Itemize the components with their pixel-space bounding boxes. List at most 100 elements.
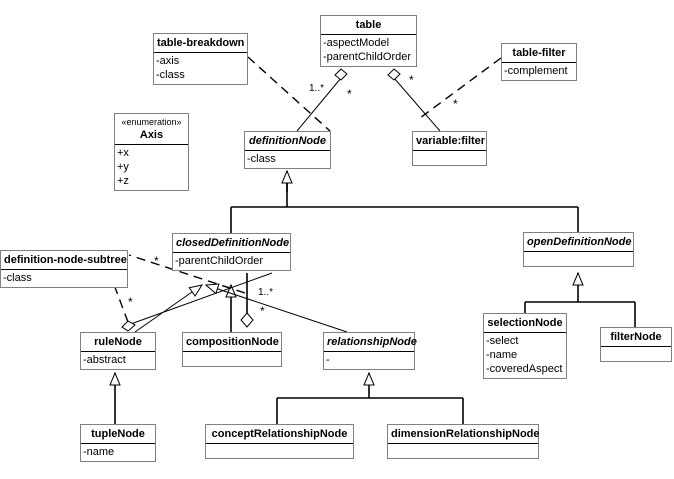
class-box-table-breakdown[interactable]: table-breakdown -axis -class <box>153 33 248 85</box>
class-attr: -axis <box>156 55 180 67</box>
class-box-axis-enumeration[interactable]: «enumeration» Axis +x +y +z <box>114 113 189 191</box>
class-box-selectionnode[interactable]: selectionNode -select -name -coveredAspe… <box>483 313 567 379</box>
class-title-conceptrelationshipnode: conceptRelationshipNode <box>206 425 353 444</box>
class-attributes-table-filter: -complement <box>502 63 576 80</box>
edge-relationshipnode-generalization <box>206 285 348 333</box>
edge-table-variablefilter <box>387 68 441 132</box>
multiplicity-table-definitionnode: 1..* <box>309 83 325 94</box>
edge-tablefilter-variablefilter <box>419 57 502 119</box>
class-name-filternode: filterNode <box>610 331 662 343</box>
edge-table-definitionnode <box>296 68 348 132</box>
class-attributes-axis: +x +y +z <box>115 145 188 190</box>
class-box-table[interactable]: table -aspectModel -parentChildOrder <box>320 15 417 67</box>
edge-closeddefinitionnode-rulenode-aggregation <box>121 272 273 332</box>
class-attributes-table: -aspectModel -parentChildOrder <box>321 35 416 66</box>
class-attr: -parentChildOrder <box>175 255 264 267</box>
class-stereotype-enumeration: «enumeration» <box>121 117 182 127</box>
class-attr: -select <box>486 335 519 347</box>
class-attr: +x <box>117 147 129 159</box>
class-box-tuplenode[interactable]: tupleNode -name <box>80 424 156 462</box>
class-title-compositionnode: compositionNode <box>183 333 281 352</box>
class-attr: -name <box>486 349 518 361</box>
class-title-filternode: filterNode <box>601 328 671 347</box>
multiplicity-closed-composition-aggregation: * <box>260 304 265 318</box>
class-title-rulenode: ruleNode <box>81 333 155 352</box>
class-attributes-dimensionrelationshipnode <box>388 444 538 458</box>
class-box-opendefinitionnode[interactable]: openDefinitionNode <box>523 232 634 267</box>
class-attributes-variable-filter <box>413 151 486 165</box>
class-box-rulenode[interactable]: ruleNode -abstract <box>80 332 156 370</box>
class-attr: +z <box>117 175 129 187</box>
class-title-definition-node-subtree: definition-node-subtree <box>1 251 127 270</box>
class-title-relationshipnode: relationshipNode <box>324 333 417 352</box>
class-name-dimensionrelationshipnode: dimensionRelationshipNode <box>391 428 540 440</box>
class-name-compositionnode: compositionNode <box>186 336 279 348</box>
class-name-definition-node-subtree: definition-node-subtree <box>4 254 127 266</box>
edge-closeddefinitionnode-subtree-dependency <box>128 254 246 294</box>
class-name-closeddefinitionnode: closedDefinitionNode <box>176 237 290 249</box>
class-box-compositionnode[interactable]: compositionNode <box>182 332 282 367</box>
class-attr: -abstract <box>83 354 126 366</box>
multiplicity-table-filter-end: * <box>453 97 458 111</box>
class-title-definitionnode: definitionNode <box>245 132 330 151</box>
multiplicity-table-aggregation-left: * <box>347 87 352 101</box>
edge-tablebreakdown-definitionnode <box>247 56 331 132</box>
class-attributes-relationshipnode: - <box>324 352 414 369</box>
class-attributes-conceptrelationshipnode <box>206 444 353 458</box>
class-name-conceptrelationshipnode: conceptRelationshipNode <box>211 428 348 440</box>
multiplicity-table-aggregation-right: * <box>409 73 414 87</box>
class-name-selectionnode: selectionNode <box>487 317 563 329</box>
class-title-selectionnode: selectionNode <box>484 314 566 333</box>
class-name-tuplenode: tupleNode <box>91 428 145 440</box>
class-attr: -aspectModel <box>323 37 390 49</box>
class-box-dimensionrelationshipnode[interactable]: dimensionRelationshipNode <box>387 424 540 459</box>
class-title-dimensionrelationshipnode: dimensionRelationshipNode <box>388 425 540 444</box>
class-name-opendefinitionnode: openDefinitionNode <box>527 236 632 248</box>
class-box-closeddefinitionnode[interactable]: closedDefinitionNode -parentChildOrder <box>172 233 291 271</box>
class-attr: -class <box>247 153 276 165</box>
class-box-conceptrelationshipnode[interactable]: conceptRelationshipNode <box>205 424 354 459</box>
class-name-definitionnode: definitionNode <box>249 135 326 147</box>
class-box-filternode[interactable]: filterNode <box>600 327 672 362</box>
class-attributes-selectionnode: -select -name -coveredAspect <box>484 333 566 378</box>
class-title-closeddefinitionnode: closedDefinitionNode <box>173 234 290 253</box>
class-attributes-closeddefinitionnode: -parentChildOrder <box>173 253 290 270</box>
class-title-table-breakdown: table-breakdown <box>154 34 247 53</box>
class-attr: -name <box>83 446 115 458</box>
class-title-table-filter: table-filter <box>502 44 576 63</box>
class-attributes-definition-node-subtree: -class <box>1 270 127 287</box>
class-attributes-definitionnode: -class <box>245 151 330 168</box>
class-attr: - <box>326 354 330 366</box>
edge-opendefinitionnode-children-tree <box>524 273 636 327</box>
class-attr: -complement <box>504 65 568 77</box>
multiplicity-subtree-top: * <box>154 254 159 268</box>
class-box-variable-filter[interactable]: variable:filter <box>412 131 487 166</box>
class-title-variable-filter: variable:filter <box>413 132 486 151</box>
class-box-relationshipnode[interactable]: relationshipNode - <box>323 332 417 370</box>
class-name-table-breakdown: table-breakdown <box>157 37 245 49</box>
class-box-definition-node-subtree[interactable]: definition-node-subtree -class <box>0 250 128 288</box>
class-attr: -coveredAspect <box>486 363 563 375</box>
edge-closeddefinitionnode-compositionnode-aggregation <box>240 273 254 328</box>
class-name-table-filter: table-filter <box>512 47 566 59</box>
class-title-table: table <box>321 16 416 35</box>
class-title-axis: «enumeration» Axis <box>115 114 188 145</box>
class-attributes-tuplenode: -name <box>81 444 155 461</box>
multiplicity-closed-rule-aggregation: 1..* <box>258 287 274 298</box>
class-attr: -class <box>3 272 32 284</box>
class-attr: -parentChildOrder <box>323 51 412 63</box>
class-name-axis: Axis <box>139 129 164 141</box>
edge-rulenode-subtree-dependency <box>103 257 129 323</box>
class-title-tuplenode: tupleNode <box>81 425 155 444</box>
class-attributes-table-breakdown: -axis -class <box>154 53 247 84</box>
class-attributes-rulenode: -abstract <box>81 352 155 369</box>
class-name-variable-filter: variable:filter <box>416 135 486 147</box>
class-name-rulenode: ruleNode <box>94 336 142 348</box>
class-attributes-compositionnode <box>183 352 281 366</box>
class-name-relationshipnode: relationshipNode <box>327 336 417 348</box>
class-box-definitionnode[interactable]: definitionNode -class <box>244 131 331 169</box>
edge-rulenode-generalization <box>134 285 202 333</box>
class-box-table-filter[interactable]: table-filter -complement <box>501 43 577 81</box>
